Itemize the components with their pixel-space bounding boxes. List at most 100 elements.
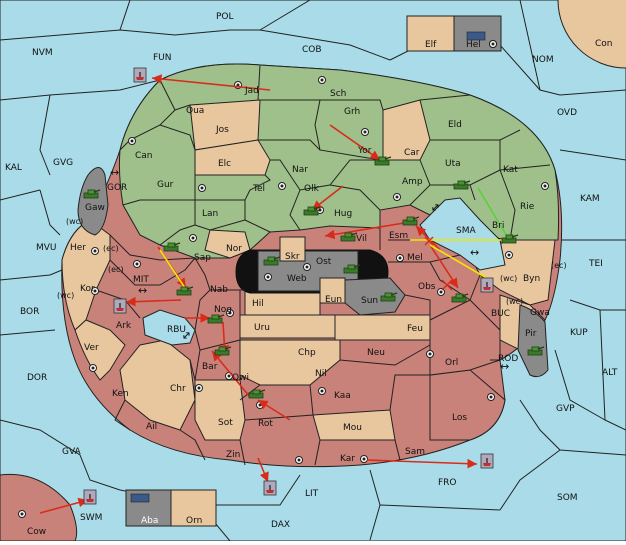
label-sun: Sun — [361, 296, 378, 306]
region-car[interactable] — [382, 99, 431, 161]
region-nor-small[interactable] — [204, 229, 251, 259]
supply-center-dot-icon — [303, 263, 311, 271]
region-orn[interactable] — [170, 489, 217, 527]
label-chp: Chp — [298, 348, 316, 358]
label-tel: Tel — [252, 184, 265, 194]
label-gaw: Gaw — [85, 203, 105, 213]
double-arrow-icon: ↔ — [138, 284, 147, 297]
label-uru: Uru — [254, 323, 270, 333]
label-lan: Lan — [202, 209, 218, 219]
region-gaw[interactable] — [77, 167, 109, 236]
label-wc-gaw: (wc) — [66, 217, 83, 226]
support-order-line — [159, 249, 186, 289]
convoy-order-line — [477, 187, 509, 239]
label-mvu: MVU — [36, 243, 57, 253]
label-bar: Bar — [202, 362, 218, 372]
supply-center-dot-icon — [318, 76, 326, 84]
ship-icon — [263, 480, 277, 496]
label-jos: Jos — [215, 125, 229, 135]
label-hil: Hil — [252, 299, 264, 309]
label-nil: Nil — [315, 369, 327, 379]
supply-center-dot-icon — [426, 350, 434, 358]
label-mit: MIT — [133, 275, 149, 285]
label-sam: Sam — [405, 447, 425, 457]
label-eld: Eld — [448, 120, 462, 130]
region-skr[interactable] — [279, 236, 306, 262]
region-con[interactable] — [557, 0, 626, 69]
supply-center-dot-icon — [360, 455, 368, 463]
region-elf[interactable] — [406, 15, 455, 52]
label-dor: DOR — [27, 373, 47, 383]
label-rod: ROD — [498, 354, 518, 364]
label-nor: Nor — [226, 244, 242, 254]
label-byn: Byn — [523, 274, 540, 284]
supply-center-dot-icon — [393, 193, 401, 201]
label-ec-byn: (ec) — [551, 261, 567, 270]
move-order-arrow — [324, 221, 411, 240]
ship-icon — [480, 453, 494, 469]
label-sch: Sch — [330, 89, 346, 99]
region-sun[interactable] — [344, 277, 406, 316]
label-gwa: Gwa — [530, 308, 550, 318]
region-elc[interactable] — [194, 139, 271, 176]
supply-center-dot-icon — [278, 182, 286, 190]
label-rbu: RBU — [167, 325, 186, 335]
label-dax: DAX — [271, 520, 290, 530]
label-nvm: NVM — [32, 48, 53, 58]
supply-center-dot-icon — [91, 287, 99, 295]
region-los[interactable] — [429, 369, 506, 441]
region-pir[interactable] — [517, 304, 549, 378]
sea-sma[interactable] — [419, 197, 506, 271]
sea-rbu[interactable] — [142, 309, 196, 346]
label-sma: SMA — [456, 226, 476, 236]
label-kor: Kor — [80, 284, 95, 294]
label-los: Los — [452, 413, 467, 423]
move-order-arrow — [329, 124, 381, 161]
label-qwi: Qwi — [232, 373, 249, 383]
supply-center-dot-icon — [541, 182, 549, 190]
supply-center-dot-icon — [91, 247, 99, 255]
ship-icon — [83, 489, 97, 505]
label-orl: Orl — [445, 358, 458, 368]
label-obs: Obs — [418, 282, 436, 292]
move-order-arrow — [151, 74, 271, 91]
label-gvg: GVG — [53, 158, 73, 168]
label-elf: Elf — [425, 40, 437, 50]
label-gur: Gur — [157, 180, 174, 190]
move-order-arrow — [39, 497, 89, 514]
label-vil: Vil — [356, 234, 367, 244]
orders — [39, 74, 509, 514]
label-gvp: GVP — [556, 404, 575, 414]
label-wc-gwa: (wc) — [506, 297, 523, 306]
move-order-arrow — [211, 350, 251, 398]
label-her: Her — [70, 243, 86, 253]
supply-center-dot-icon — [264, 273, 272, 281]
label-kar: Kar — [340, 454, 355, 464]
label-web: Web — [287, 274, 307, 284]
label-nog: Nog — [214, 305, 232, 315]
region-ver[interactable] — [74, 319, 126, 381]
label-buc: BUC — [491, 309, 510, 319]
move-order-arrow — [125, 296, 182, 307]
label-ost: Ost — [316, 257, 332, 267]
label-swm: SWM — [80, 513, 102, 523]
fleets — [83, 31, 494, 505]
label-aba: Aba — [141, 516, 158, 526]
ship-icon — [133, 67, 147, 83]
label-qua: Qua — [186, 106, 204, 116]
supply-center-dot-icon — [18, 510, 26, 518]
province-boundaries — [95, 64, 551, 466]
label-amp: Amp — [402, 177, 423, 187]
label-esm: Esm — [389, 231, 408, 241]
label-olk: Olk — [304, 184, 320, 194]
move-order-arrow — [429, 244, 459, 289]
label-rie: Rie — [520, 202, 535, 212]
label-ark: Ark — [116, 321, 132, 331]
supply-center-dot-icon — [226, 309, 234, 317]
move-order-arrow — [257, 457, 269, 483]
label-uta: Uta — [445, 159, 461, 169]
label-som: SOM — [557, 493, 578, 503]
supply-center-dot-icon — [189, 234, 197, 242]
